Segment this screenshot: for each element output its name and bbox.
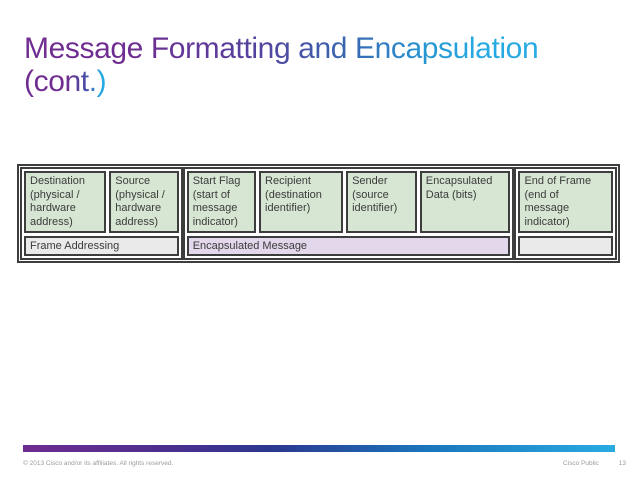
slide-footer: © 2013 Cisco and/or its affiliates. All … xyxy=(23,460,626,468)
group-label-frame-addressing: Frame Addressing xyxy=(24,236,179,256)
field-cell-recipient: Recipient (destination identifier) xyxy=(259,171,344,233)
field-cell-source: Source (physical / hardware address) xyxy=(109,171,179,233)
slide-title: Message Formatting and Encapsulation (co… xyxy=(24,32,539,99)
page-number: 13 xyxy=(618,460,626,467)
field-cell-destination: Destination (physical / hardware address… xyxy=(24,171,107,233)
field-cell-start-flag: Start Flag (start of message indicator) xyxy=(186,171,257,233)
encapsulated-message-group: Start Flag (start of message indicator)R… xyxy=(182,167,515,260)
slide-title-line-1: Message Formatting and Encapsulation xyxy=(24,32,539,66)
footer-gradient-bar xyxy=(23,445,615,452)
group-label-encapsulated-message: Encapsulated Message xyxy=(186,236,511,256)
frame-addressing-group: Destination (physical / hardware address… xyxy=(20,167,183,260)
field-cell-end-of-frame: End of Frame (end of message indicator) xyxy=(518,171,613,233)
field-cells-row: End of Frame (end of message indicator) xyxy=(518,171,613,233)
frame-structure-table: Destination (physical / hardware address… xyxy=(17,164,620,263)
field-cells-row: Start Flag (start of message indicator)R… xyxy=(186,171,511,233)
classification-text: Cisco Public xyxy=(563,460,599,467)
field-cell-sender: Sender (source identifier) xyxy=(346,171,417,233)
field-cells-row: Destination (physical / hardware address… xyxy=(24,171,179,233)
group-label-empty xyxy=(518,236,613,256)
copyright-text: © 2013 Cisco and/or its affiliates. All … xyxy=(23,460,174,467)
end-of-frame-group: End of Frame (end of message indicator) xyxy=(514,167,617,260)
slide-title-line-2: (cont.) xyxy=(24,65,107,99)
field-cell-encapsulated: Encapsulated Data (bits) xyxy=(419,171,511,233)
